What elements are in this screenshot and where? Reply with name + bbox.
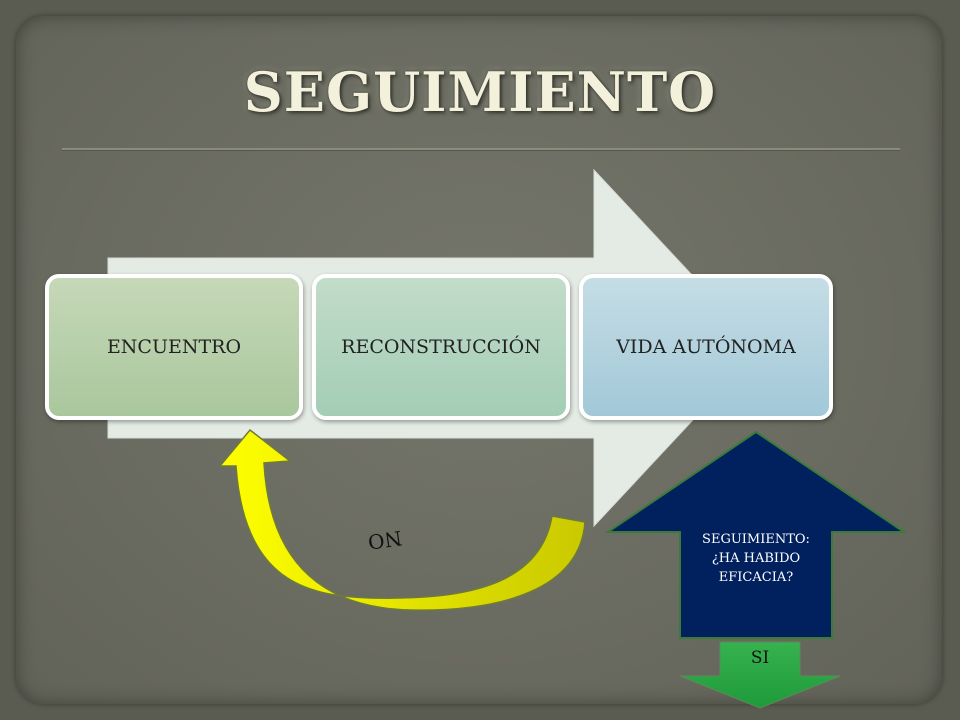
down-arrow-icon xyxy=(679,641,841,709)
title-divider xyxy=(62,148,900,151)
slide-title: SEGUIMIENTO xyxy=(243,60,717,124)
curved-return-arrow-icon xyxy=(218,428,586,611)
step-label: VIDA AUTÓNOMA xyxy=(616,336,796,358)
check-question: SEGUIMIENTO: ¿HA HABIDO EFICACIA? xyxy=(680,530,832,587)
loop-label-no: NO xyxy=(366,525,404,555)
step-label: ENCUENTRO xyxy=(106,336,242,358)
step-encuentro: ENCUENTRO xyxy=(45,274,303,420)
step-label: RECONSTRUCCIÓN xyxy=(341,336,541,358)
yes-label-si: SI xyxy=(750,648,770,668)
step-vida-autonoma: VIDA AUTÓNOMA xyxy=(579,274,833,420)
up-arrow-icon xyxy=(604,430,908,639)
step-reconstruccion: RECONSTRUCCIÓN xyxy=(312,274,570,420)
check-line-2: ¿HA HABIDO xyxy=(711,551,801,566)
check-line-3: EFICACIA? xyxy=(718,570,794,585)
check-line-1: SEGUIMIENTO: xyxy=(702,532,810,547)
